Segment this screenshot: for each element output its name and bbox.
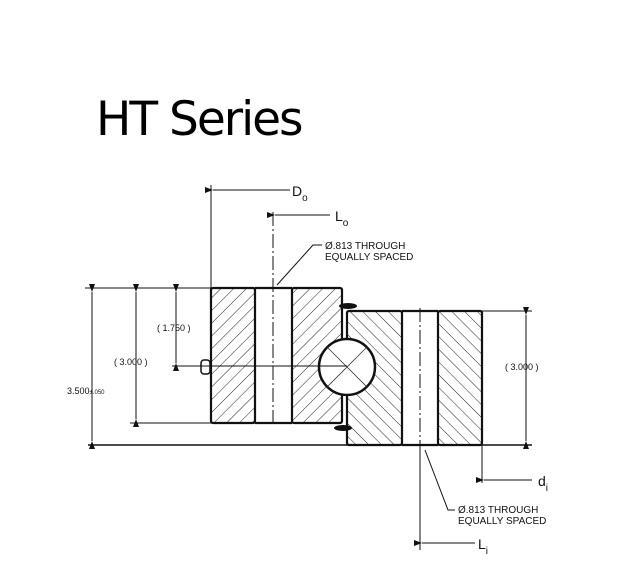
- hole-note-bottom-line1: Ø.813 THROUGH: [458, 505, 538, 516]
- dim-3000-right: ( 3.000 ): [505, 362, 539, 372]
- dim-3500: 3.500±.050: [67, 386, 105, 396]
- li-label: Li: [478, 536, 488, 557]
- page-title: HT Series: [96, 92, 304, 147]
- hole-note-top-line2: EQUALLY SPACED: [325, 252, 413, 263]
- dimension-lines: [85, 185, 532, 550]
- dim-3000-left: ( 3.000 ): [114, 357, 148, 367]
- hole-note-bottom-line2: EQUALLY SPACED: [458, 516, 546, 527]
- do-label: Do: [292, 183, 308, 204]
- di-label: di: [538, 473, 548, 494]
- centerlines: [272, 212, 421, 448]
- ball-element: [317, 315, 377, 420]
- outer-ring: [209, 286, 344, 425]
- lo-label: Lo: [335, 208, 349, 229]
- hole-note-top-line1: Ø.813 THROUGH: [325, 241, 405, 252]
- dim-1750: ( 1.750 ): [157, 323, 191, 333]
- seal-icon: [200, 303, 357, 431]
